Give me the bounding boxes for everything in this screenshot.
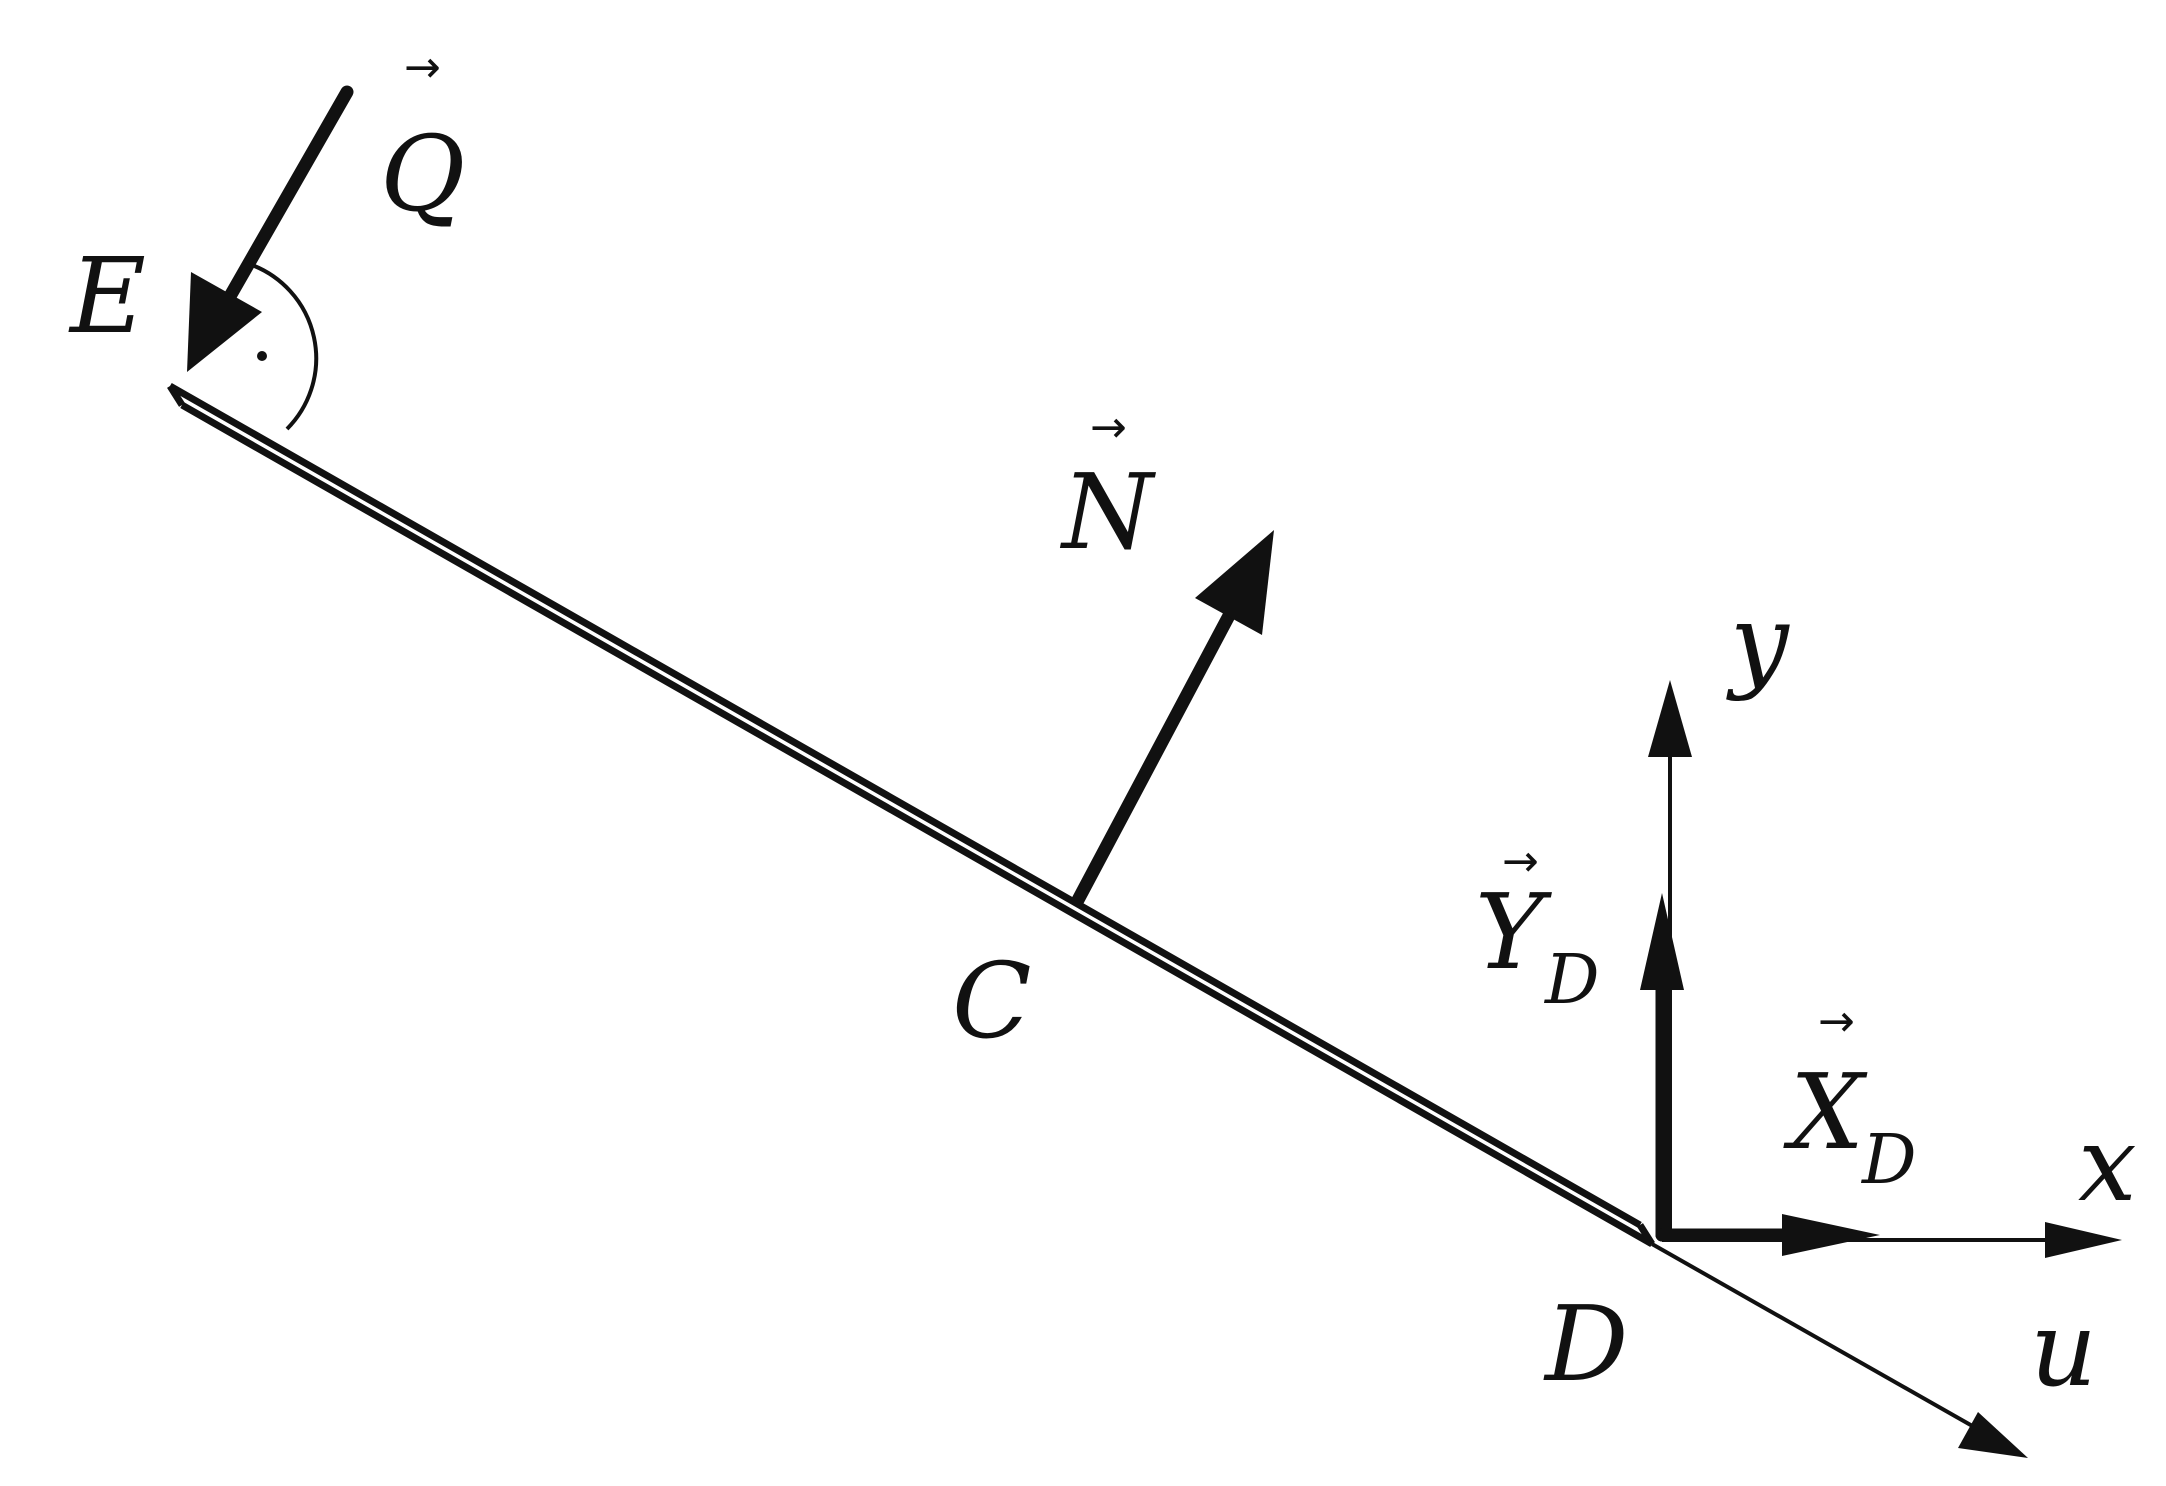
label-point-D: D [1543, 1283, 1628, 1405]
label-point-C: C [952, 940, 1032, 1062]
vector-arrow-XD: → [1818, 996, 1855, 1047]
label-axis-y: y [1726, 581, 1790, 703]
label-axis-u: u [2030, 1288, 2097, 1410]
vector-arrow-N: → [1090, 402, 1127, 453]
label-force-Q: Q [380, 113, 465, 235]
y-axis [1648, 680, 1692, 1235]
u-axis [1651, 1242, 2028, 1458]
label-force-YD: Y [1475, 871, 1552, 993]
vector-arrow-YD: → [1502, 836, 1539, 887]
x-axis [1662, 1222, 2122, 1258]
label-axis-x: x [2078, 1103, 2137, 1225]
force-Q-arrow [187, 85, 354, 372]
label-force-YD-subscript: D [1543, 941, 1600, 1020]
force-XD-arrow [1655, 1214, 1880, 1256]
right-angle-marker [251, 263, 319, 431]
label-force-N: N [1059, 451, 1156, 573]
label-force-XD: X [1783, 1051, 1868, 1173]
beam-ED [167, 382, 1655, 1248]
label-force-XD-subscript: D [1860, 1121, 1917, 1200]
force-N-arrow [1071, 530, 1274, 907]
label-point-E: E [68, 235, 146, 357]
vector-arrow-Q: → [404, 42, 441, 93]
force-YD-arrow [1640, 893, 1684, 1242]
